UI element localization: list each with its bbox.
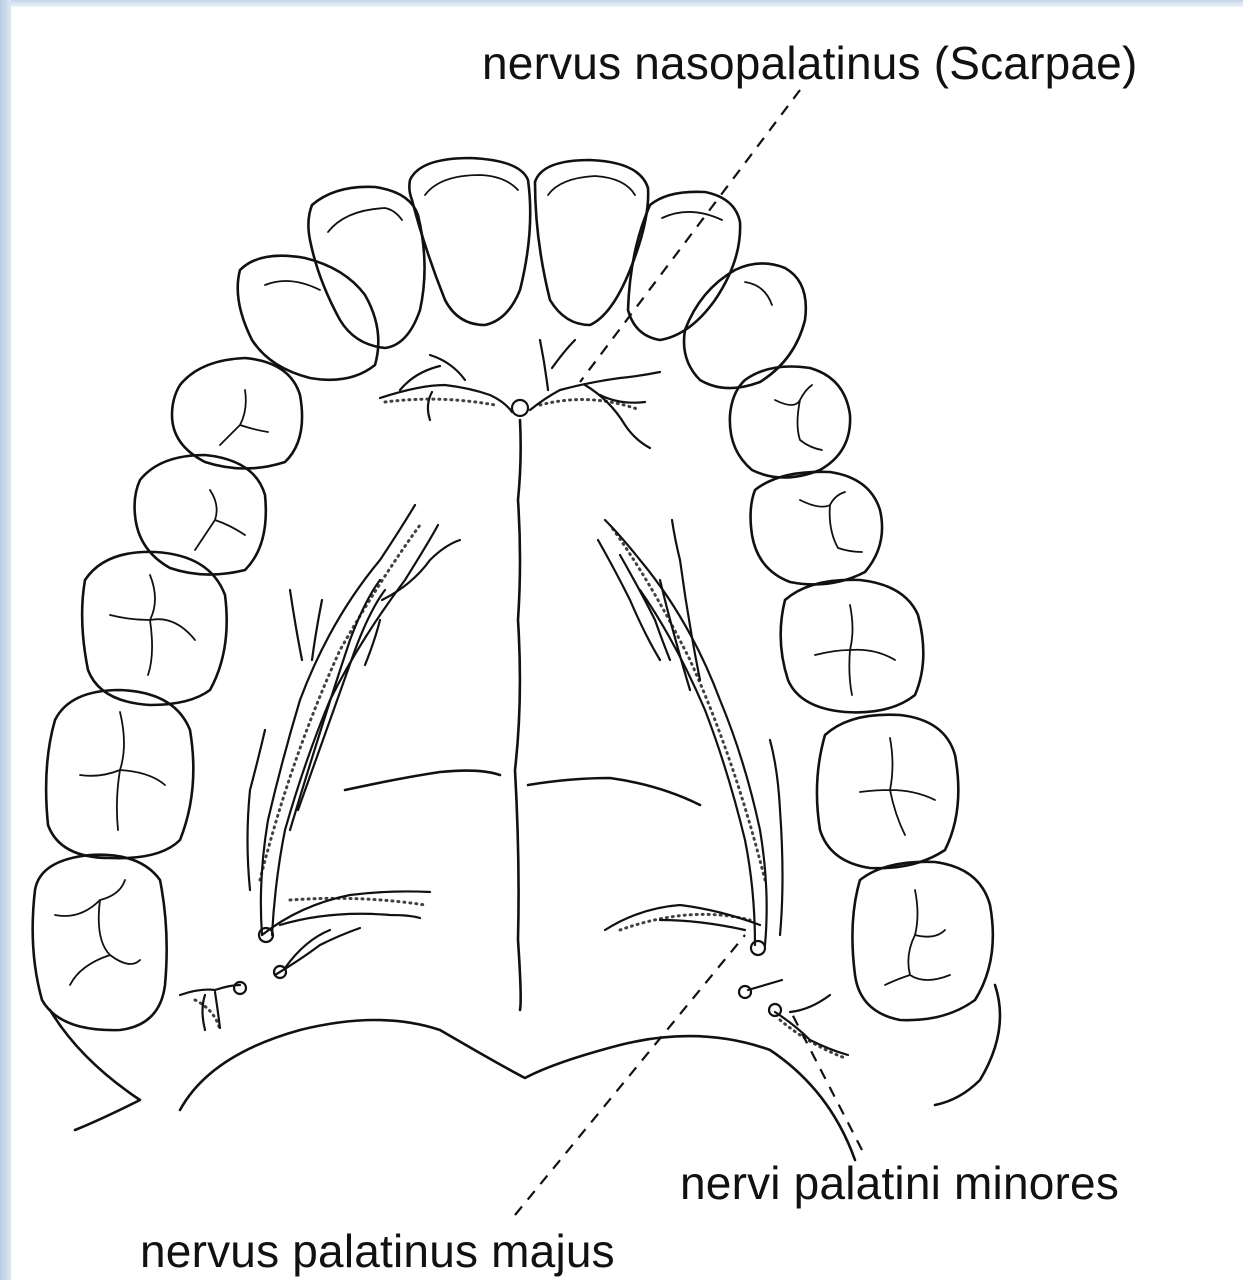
tooth-right-central-incisor-ridge: [548, 176, 635, 195]
tooth-right-premolar-2: [751, 472, 883, 585]
tooth-left-premolar-1-fissure: [220, 390, 268, 445]
tooth-right-premolar-2-fissure: [800, 492, 862, 552]
soft-palate-curve: [180, 1020, 855, 1160]
tooth-left-premolar-1: [172, 358, 302, 469]
leader-line-nasopalatine: [580, 90, 800, 382]
tooth-left-lateral-incisor-ridge: [328, 208, 402, 232]
label-nervus-palatinus-majus: nervus palatinus majus: [140, 1228, 615, 1274]
tooth-right-molar-3: [852, 862, 992, 1020]
label-nervi-palatini-minores: nervi palatini minores: [680, 1160, 1119, 1206]
outer-lip-right-curve: [935, 985, 1000, 1105]
tooth-right-molar-3-fissure: [885, 890, 950, 985]
tooth-right-central-incisor: [535, 160, 648, 325]
greater-palatine-nerve-left: [248, 505, 461, 942]
tooth-left-premolar-2: [135, 455, 266, 575]
tooth-right-premolar-1-fissure: [775, 385, 822, 450]
tooth-left-central-incisor-ridge: [425, 175, 518, 195]
teeth-left: [33, 158, 531, 1030]
palatal-transverse-line-left: [345, 771, 500, 790]
palatal-transverse-line-right: [528, 778, 700, 805]
tooth-left-canine-ridge: [265, 281, 320, 290]
lesser-palatine-nerves-left: [180, 928, 360, 1030]
teeth-right: [535, 160, 993, 1020]
tooth-right-lateral-incisor: [628, 192, 740, 340]
tooth-right-molar-2-fissure: [860, 738, 935, 835]
tooth-left-molar-2-fissure: [80, 712, 165, 830]
label-nervus-nasopalatinus: nervus nasopalatinus (Scarpae): [482, 40, 1137, 86]
greater-palatine-nerve-right: [598, 520, 783, 955]
tooth-right-premolar-1: [730, 367, 850, 478]
tooth-right-molar-1-fissure: [815, 605, 895, 695]
tooth-left-molar-3: [33, 855, 167, 1030]
tooth-right-canine-ridge: [745, 282, 772, 305]
tooth-left-molar-3-fissure: [55, 880, 140, 985]
tooth-right-molar-2: [817, 715, 958, 869]
tooth-left-premolar-2-fissure: [195, 490, 245, 550]
tooth-right-lateral-incisor-ridge: [662, 212, 722, 220]
tooth-left-central-incisor: [409, 158, 530, 325]
median-palatine-raphe: [515, 420, 521, 1010]
tooth-left-molar-1-fissure: [110, 575, 195, 675]
